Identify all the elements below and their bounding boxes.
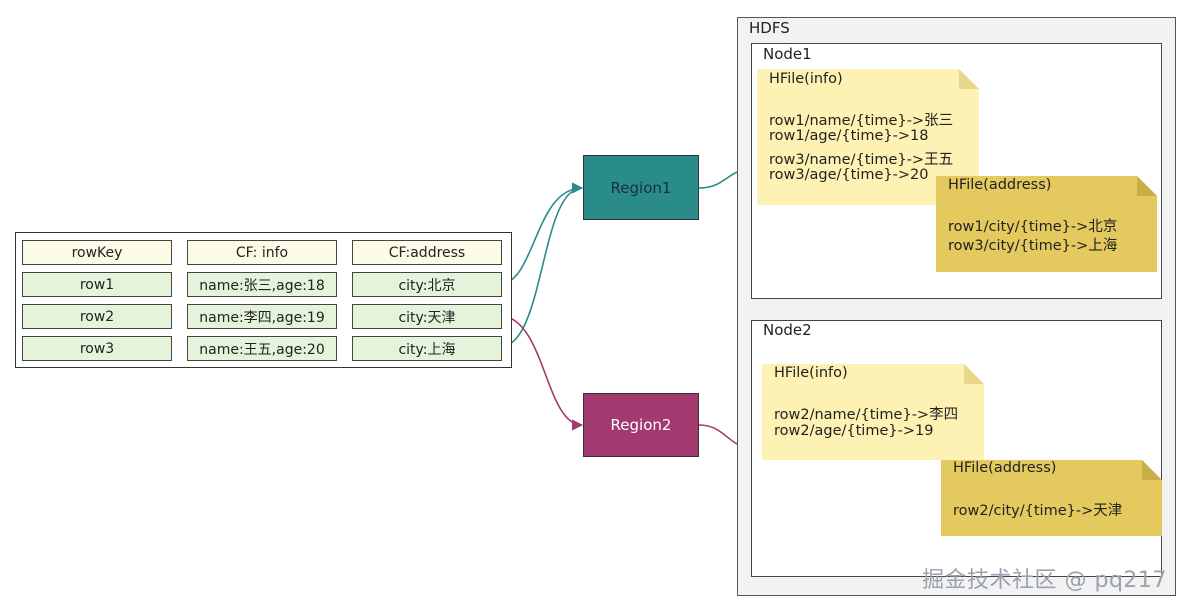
header-rowkey: rowKey <box>22 240 172 265</box>
node2-title: Node2 <box>763 321 812 339</box>
node2-hfile-address-note: HFile(address) row2/city/{time}->天津 <box>941 460 1162 536</box>
note-line: row3/name/{time}->王五 <box>769 152 954 168</box>
header-cf-info: CF: info <box>187 240 337 265</box>
table-cell-row1-key: row1 <box>22 272 172 297</box>
note-shape <box>757 69 979 205</box>
table-cell-row3-key: row3 <box>22 336 172 361</box>
note-line: row2/age/{time}->19 <box>774 423 934 439</box>
hdfs-title: HDFS <box>749 19 790 37</box>
region2-label: Region2 <box>610 416 672 434</box>
watermark: 掘金技术社区 @ pq217 <box>922 568 1167 593</box>
note-line: row1/name/{time}->张三 <box>769 113 954 129</box>
link-row3-to-region1 <box>499 182 584 348</box>
note-line: row1/city/{time}->北京 <box>948 219 1118 235</box>
table-cell-row2-key: row2 <box>22 304 172 329</box>
table-cell-row1-info: name:张三,age:18 <box>187 272 337 297</box>
header-cf-address: CF:address <box>352 240 502 265</box>
node2-hfile-info-note: HFile(info) row2/name/{time}->李四 row2/ag… <box>762 364 984 460</box>
hbase-table: rowKey CF: info CF:address row1 name:张三,… <box>15 232 512 368</box>
region1-box: Region1 <box>583 155 699 220</box>
node1-hfile-address-note: HFile(address) row1/city/{time}->北京 row3… <box>936 176 1157 272</box>
note-title: HFile(info) <box>774 365 848 381</box>
note-title: HFile(address) <box>948 177 1052 193</box>
note-shape <box>936 176 1157 272</box>
table-cell-row1-address: city:北京 <box>352 272 502 297</box>
table-cell-row2-address: city:天津 <box>352 304 502 329</box>
note-line: row3/city/{time}->上海 <box>948 238 1118 254</box>
region2-box: Region2 <box>583 393 699 457</box>
note-line: row2/city/{time}->天津 <box>953 503 1123 519</box>
note-title: HFile(address) <box>953 460 1057 476</box>
table-cell-row3-address: city:上海 <box>352 336 502 361</box>
table-cell-row2-info: name:李四,age:19 <box>187 304 337 329</box>
link-row2-to-region2 <box>499 315 584 431</box>
note-title: HFile(info) <box>769 71 843 87</box>
node1-title: Node1 <box>763 45 812 63</box>
region1-label: Region1 <box>610 178 672 197</box>
note-line: row3/age/{time}->20 <box>769 167 929 183</box>
note-shape <box>941 460 1162 536</box>
note-shape <box>762 364 984 460</box>
note-line: row2/name/{time}->李四 <box>774 407 959 423</box>
note-line: row1/age/{time}->18 <box>769 128 929 144</box>
table-cell-row3-info: name:王五,age:20 <box>187 336 337 361</box>
node1-hfile-info-note: HFile(info) row1/name/{time}->张三 row1/ag… <box>757 69 979 205</box>
